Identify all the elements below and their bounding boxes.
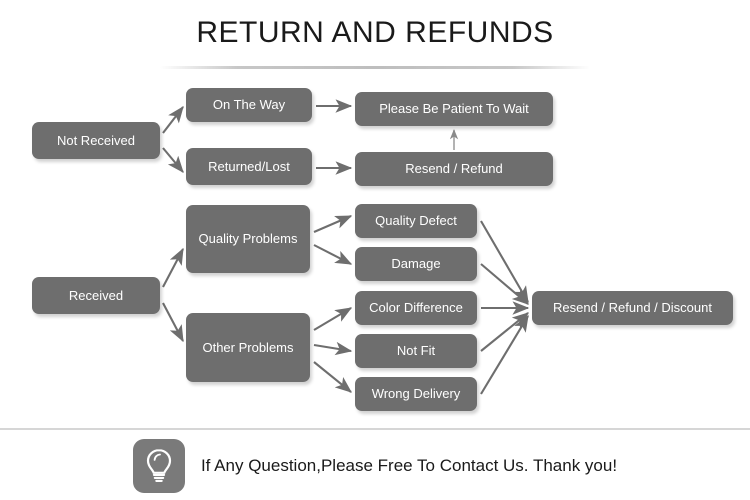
edge-quality-problems-damage (313, 244, 353, 265)
node-please-be-patient[interactable]: Please Be Patient To Wait (355, 92, 553, 126)
node-not-received[interactable]: Not Received (32, 122, 160, 159)
page-title: RETURN AND REFUNDS (196, 16, 554, 49)
edge-other-problems-wrong-delivery (313, 361, 352, 393)
edge-not-received-on-the-way (162, 106, 184, 134)
node-resend-refund[interactable]: Resend / Refund (355, 152, 553, 186)
title-divider (160, 66, 590, 69)
edge-not-received-returned-lost (162, 147, 184, 173)
node-received[interactable]: Received (32, 277, 160, 314)
node-not-fit[interactable]: Not Fit (355, 334, 477, 368)
edge-damage-final (480, 263, 529, 305)
footer-divider (0, 428, 750, 430)
edge-quality-problems-quality-defect (313, 215, 353, 233)
edge-received-quality-problems (162, 247, 184, 288)
edge-quality-defect-final (480, 220, 529, 304)
node-other-problems[interactable]: Other Problems (186, 313, 310, 382)
node-returned-lost[interactable]: Returned/Lost (186, 148, 312, 185)
edge-other-problems-not-fit (313, 341, 353, 356)
footer-text: If Any Question,Please Free To Contact U… (200, 456, 618, 475)
node-on-the-way[interactable]: On The Way (186, 88, 312, 122)
footer: If Any Question,Please Free To Contact U… (0, 437, 750, 495)
edge-other-problems-color-difference (313, 307, 353, 331)
lightbulb-icon (132, 439, 185, 493)
node-quality-problems[interactable]: Quality Problems (186, 205, 310, 273)
node-damage[interactable]: Damage (355, 247, 477, 281)
edge-not-fit-final (480, 312, 529, 352)
edge-received-other-problems (162, 302, 184, 343)
node-resend-refund-discount[interactable]: Resend / Refund / Discount (532, 291, 733, 325)
node-quality-defect[interactable]: Quality Defect (355, 204, 477, 238)
node-color-difference[interactable]: Color Difference (355, 291, 477, 325)
node-wrong-delivery[interactable]: Wrong Delivery (355, 377, 477, 411)
edge-wrong-delivery-final (480, 314, 529, 395)
